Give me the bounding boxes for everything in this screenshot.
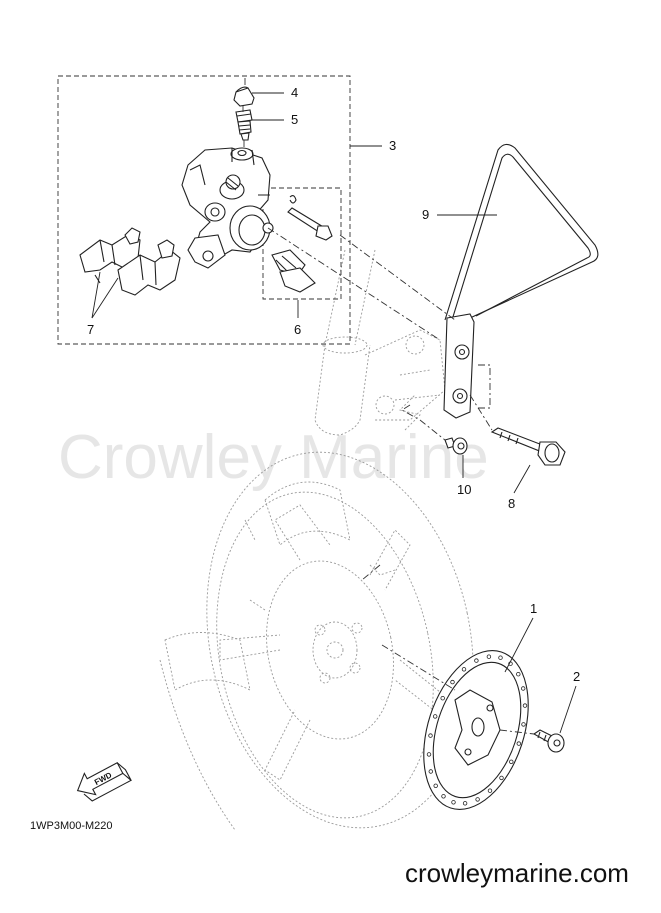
disc-vent-hole: [440, 696, 445, 701]
bleed-screw: [235, 109, 253, 141]
disc-vent-hole: [461, 667, 467, 672]
disc-vent-hole: [521, 686, 526, 691]
disc-vent-hole: [462, 801, 468, 806]
fwd-arrow-icon: FWD: [76, 762, 133, 802]
callout-9: 9: [422, 207, 429, 222]
diagram-code: 1WP3M00-M220: [30, 820, 113, 832]
caliper-assembly-box: [57, 75, 351, 345]
bolt-10: [444, 437, 468, 455]
callout-2: 2: [573, 669, 580, 684]
disc-vent-hole: [509, 759, 514, 764]
pad-pin-kit: [271, 195, 333, 293]
bolt-8: [490, 427, 566, 466]
pad-springs: [79, 227, 181, 296]
disc-vent-hole: [450, 679, 455, 685]
bleed-cap: [233, 86, 255, 107]
website-url: crowleymarine.com: [405, 858, 629, 888]
disc-vent-hole: [426, 752, 432, 757]
fork-outline: [314, 249, 446, 436]
disc-vent-hole: [428, 733, 433, 738]
brake-caliper: [181, 147, 274, 269]
disc-vent-hole: [433, 714, 438, 719]
disc-vent-hole: [516, 672, 521, 677]
leader-lines: [91, 92, 577, 734]
disc-vent-hole: [433, 783, 438, 788]
callout-1: 1: [530, 601, 537, 616]
disc-vent-hole: [474, 658, 479, 663]
disc-vent-hole: [475, 797, 480, 802]
callout-10: 10: [457, 482, 471, 497]
disc-vent-hole: [486, 654, 492, 659]
callout-3: 3: [389, 138, 396, 153]
disc-bolt: [532, 729, 565, 753]
callout-8: 8: [508, 496, 515, 511]
disc-vent-hole: [498, 655, 503, 660]
brake-disc: [423, 650, 529, 810]
disc-vent-hole: [521, 722, 526, 727]
disc-vent-hole: [522, 703, 528, 708]
disc-vent-hole: [428, 769, 433, 774]
hose-guide: [443, 143, 599, 419]
disc-vent-hole: [499, 775, 504, 781]
callout-4: 4: [291, 85, 298, 100]
alignment-lines: [242, 78, 535, 735]
disc-vent-hole: [451, 800, 456, 805]
watermark: Crowley Marine: [58, 423, 489, 492]
disc-vent-hole: [516, 741, 521, 746]
callout-6: 6: [294, 322, 301, 337]
disc-vent-hole: [441, 794, 446, 799]
disc-vent-hole: [487, 788, 493, 793]
callout-7: 7: [87, 322, 94, 337]
callout-5: 5: [291, 112, 298, 127]
wheel-outline: [159, 451, 474, 831]
